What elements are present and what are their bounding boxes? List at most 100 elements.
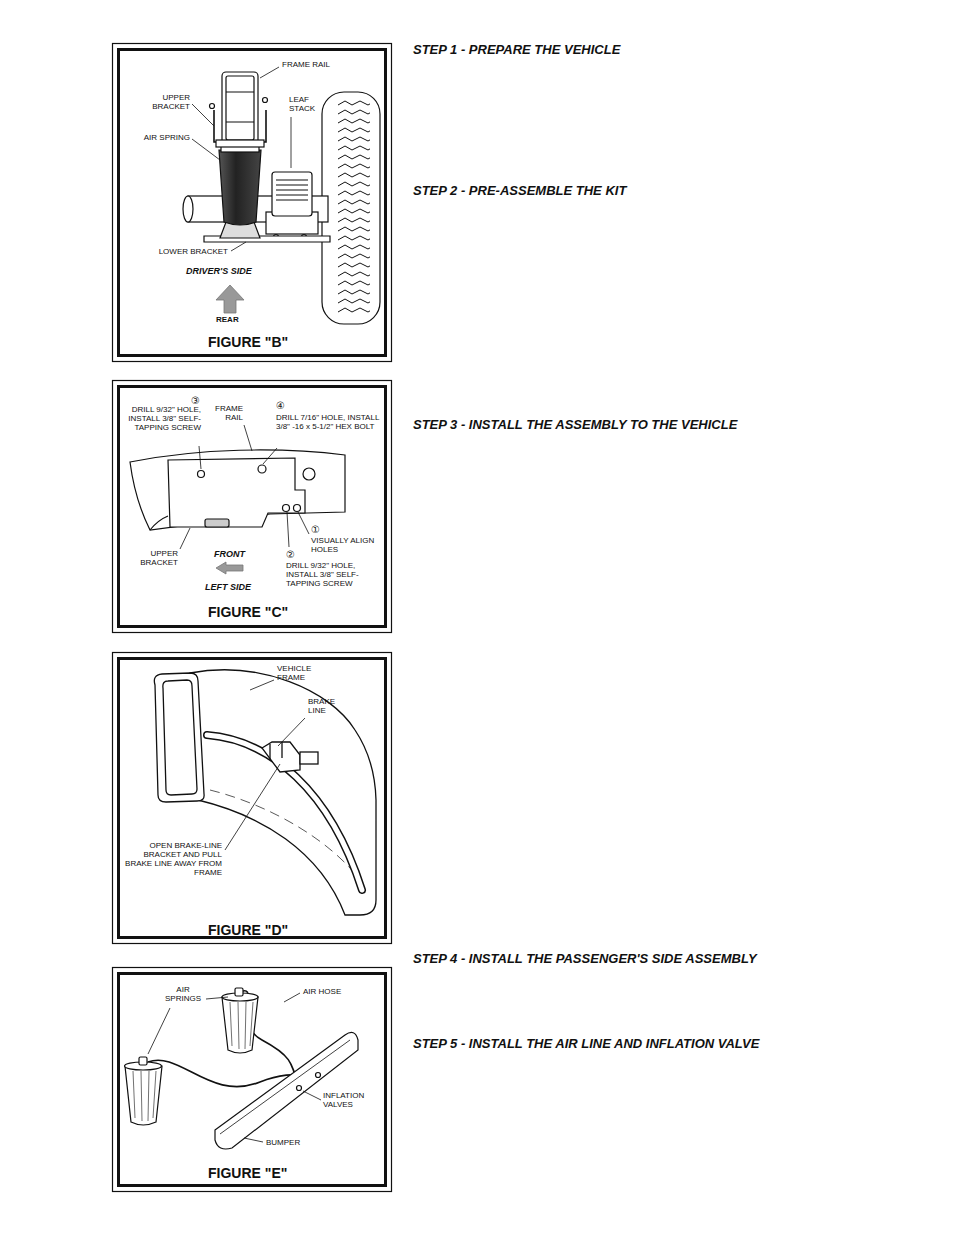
figure-c-drawing-part: [150, 516, 168, 530]
figure-e-drawing-part: [316, 1073, 321, 1078]
step-heading: STEP 4 - INSTALL THE PASSENGER'S SIDE AS…: [413, 951, 757, 966]
step-heading: STEP 3 - INSTALL THE ASSEMBLY TO THE VEH…: [413, 417, 737, 432]
figure-caption: FIGURE "B": [208, 334, 288, 350]
step-heading: STEP 5 - INSTALL THE AIR LINE AND INFLAT…: [413, 1036, 759, 1051]
figure-c-drawing-part: [130, 450, 345, 530]
figure-frames: [113, 44, 392, 1192]
figure-c-drawing-part: [205, 519, 229, 527]
side-label: LEFT SIDE: [205, 582, 251, 592]
figure-c-drawing-part: [283, 505, 290, 512]
figure-b-leaders-part: [192, 104, 214, 126]
figure-e-drawing-part: [222, 997, 258, 1053]
figure-b-leaders-part: [260, 67, 279, 78]
callout-number: ①: [311, 524, 320, 535]
figure-e-leaders-part: [206, 997, 228, 999]
figure-b-leaders: [192, 67, 291, 251]
figure-d-leaders: [225, 680, 305, 850]
figure-c-drawing-part: [258, 465, 266, 473]
figure-b-leaders-part: [192, 139, 220, 160]
figure-c-leaders-part: [263, 448, 277, 464]
figure-e-drawing: [125, 988, 359, 1149]
instruction-note: DRILL 9/32" HOLE, INSTALL 3/8" SELF-TAPP…: [286, 561, 370, 588]
figure-b-leaders-part: [291, 117, 292, 168]
figure-b-drawing-part: [263, 98, 268, 103]
figure-e-leaders-part: [284, 993, 300, 1002]
step-heading: STEP 1 - PREPARE THE VEHICLE: [413, 42, 620, 57]
part-label: VEHICLE FRAME: [277, 664, 321, 682]
part-label: AIR SPRING: [110, 133, 190, 142]
figure-d-drawing-part: [163, 680, 197, 795]
figure-frames-part: [119, 659, 386, 938]
figure-panel: FIGURE "B": [112, 43, 392, 362]
figure-caption: FIGURE "C": [208, 604, 288, 620]
part-label: FRAME RAIL: [209, 404, 243, 422]
figure-b-drawing-part: [226, 92, 254, 122]
step-heading: STEP 2 - PRE-ASSEMBLE THE KIT: [413, 183, 626, 198]
figure-caption: FIGURE "D": [208, 922, 288, 938]
figure-d-leaders-part: [225, 764, 280, 850]
figure-b-drawing-part: [322, 92, 380, 324]
figure-e-drawing-part: [235, 988, 243, 996]
figure-panel: FIGURE "E": [112, 967, 392, 1192]
figure-e-leaders-part: [303, 1091, 321, 1100]
figure-b-drawing-part: [226, 76, 254, 140]
part-label: AIR HOSE: [303, 987, 341, 996]
figure-c-leaders-part: [199, 446, 201, 469]
figure-b-drawing-part: [338, 100, 370, 316]
figure-e-drawing-part: [230, 1002, 253, 1049]
figure-c-leaders: [180, 425, 309, 549]
direction-label: FRONT: [214, 549, 245, 559]
figure-c-drawing-part: [198, 471, 205, 478]
figure-panel: FIGURE "D": [112, 652, 392, 944]
figure-caption: FIGURE "E": [208, 1165, 287, 1181]
callout-number: ④: [276, 400, 285, 411]
figure-c-leaders-part: [287, 512, 289, 547]
figure-e-leaders-part: [148, 1008, 170, 1054]
figure-c-drawing-part: [303, 468, 315, 480]
figure-frames-part: [113, 44, 392, 362]
figure-e-drawing-part: [220, 1040, 350, 1134]
figure-b-drawing-part: [219, 150, 261, 225]
figure-frames-part: [119, 50, 386, 356]
instruction-note: VISUALLY ALIGN HOLES: [311, 536, 383, 554]
figure-d-drawing-part: [300, 752, 318, 764]
figure-e-drawing-part: [133, 1071, 156, 1121]
part-label: INFLATION VALVES: [323, 1091, 379, 1109]
figure-e-drawing-part: [125, 1066, 162, 1125]
figure-d-drawing-part: [207, 735, 362, 890]
part-label: BRAKE LINE: [308, 697, 344, 715]
figure-e-leaders: [148, 993, 321, 1142]
part-label: FRAME RAIL: [282, 60, 330, 69]
direction-label: REAR: [216, 315, 239, 324]
figure-c-drawing-part: [294, 505, 301, 512]
figure-b-leaders-part: [231, 242, 246, 251]
figure-c-leaders-part: [244, 425, 252, 451]
part-label: UPPER BRACKET: [120, 549, 178, 567]
figure-b-drawing-part: [216, 285, 244, 313]
figure-e-leaders-part: [244, 1138, 263, 1142]
figure-b-drawing-part: [222, 72, 258, 144]
figure-c-leaders-part: [298, 512, 309, 534]
figure-d-drawing-part: [154, 673, 204, 802]
instruction-note: DRILL 9/32" HOLE, INSTALL 3/8" SELF-TAPP…: [117, 405, 201, 432]
instruction-note: OPEN BRAKE-LINE BRACKET AND PULL BRAKE L…: [122, 841, 222, 877]
figure-d-drawing-part: [190, 670, 376, 915]
figure-d-drawing-part: [270, 742, 282, 760]
figure-b-drawing: [183, 72, 380, 324]
instruction-note: DRILL 7/16" HOLE, INSTALL 3/8" -16 x 5-1…: [276, 413, 384, 431]
part-label: BUMPER: [266, 1138, 300, 1147]
callout-number: ②: [286, 549, 295, 560]
figure-frames-part: [113, 653, 392, 944]
figure-c-drawing-part: [216, 562, 243, 574]
figure-c-drawing-part: [168, 458, 305, 527]
figure-frames-part: [119, 974, 386, 1186]
part-label: AIR SPRINGS: [161, 985, 205, 1003]
figure-frames-part: [113, 968, 392, 1192]
figure-d-drawing-part: [207, 735, 362, 890]
figure-c-leaders-part: [180, 528, 190, 549]
figure-b-drawing-part: [272, 172, 312, 216]
figure-b-drawing-part: [210, 104, 215, 109]
figure-d-drawing-part: [262, 742, 300, 772]
figure-b-drawing-part: [216, 140, 264, 147]
figure-d-drawing: [154, 670, 376, 915]
